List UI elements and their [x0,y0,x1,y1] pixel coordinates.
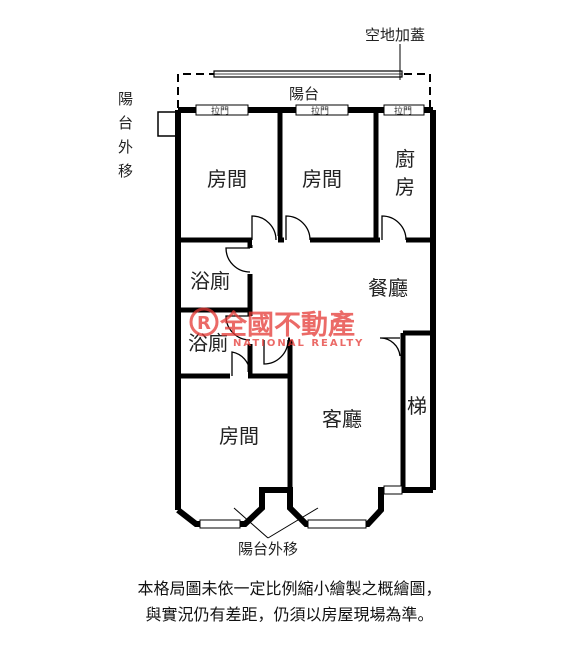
door-swings [225,215,407,376]
balcony-side-3: 外 [118,138,133,156]
disclaimer-line-1: 本格局圖未依一定比例縮小繪製之概繪圖， [137,579,442,598]
watermark-brand-zh: 全國不動產 [219,309,355,341]
room-label-1: 房間 [207,167,247,191]
kitchen-label-1: 廚 [395,147,415,171]
balcony-side-4: 移 [118,162,133,180]
bottom-pointers [233,507,319,539]
extension-label: 空地加蓋 [365,26,425,44]
interior-walls [178,110,433,490]
door-swing-bath-2b [231,351,251,376]
sliding-door-label-3: 拉門 [394,105,412,117]
bathroom-label-1: 浴廁 [190,269,230,293]
balcony-bottom-label: 陽台外移 [238,540,298,558]
door-swing-room-3 [263,339,289,365]
bottom-windows [199,485,403,529]
watermark: R 全國不動產 NATIONAL REALTY [189,307,364,349]
sliding-doors [195,104,425,116]
balcony-top-label: 陽台 [289,85,319,103]
stairs-label: 梯 [407,394,427,418]
door-swing-living [379,337,401,357]
living-label: 客廳 [322,407,362,431]
watermark-brand-en: NATIONAL REALTY [233,338,364,349]
door-swing-room-1 [251,215,277,241]
room-label-3: 房間 [219,424,259,448]
room-label-2: 房間 [302,167,342,191]
balcony-side-2: 台 [118,114,133,132]
dining-label: 餐廳 [368,276,408,300]
watermark-logo-letter: R [197,313,211,334]
balcony-side-1: 陽 [118,90,133,108]
door-swing-bath-1 [225,247,251,273]
door-swing-bath-2 [225,315,251,341]
kitchen-label-2: 房 [395,175,415,199]
sliding-door-label-1: 拉門 [211,105,229,117]
disclaimer-line-2: 與實況仍有差距，仍須以房屋現場為準。 [145,605,434,624]
door-swing-room-2 [285,215,311,241]
door-swing-kitchen [381,215,407,241]
watermark-logo-icon [189,307,219,337]
sliding-door-label-2: 拉門 [311,105,329,117]
